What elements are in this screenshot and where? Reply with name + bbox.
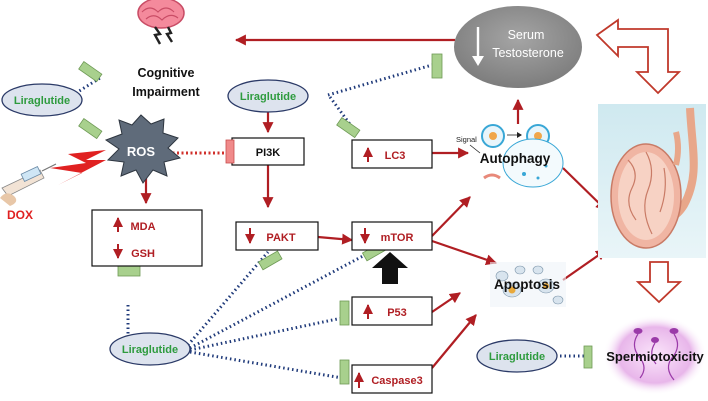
blocker-bars xyxy=(78,53,593,385)
pakt-box: PAKT xyxy=(235,221,319,251)
testis-icon xyxy=(598,104,706,258)
liraglutide-top: Liraglutide xyxy=(227,79,309,113)
dox-label: DOX xyxy=(7,208,33,222)
ros-burst: ROS xyxy=(104,114,182,184)
mda-gsh-box: MDA GSH xyxy=(91,209,203,267)
svg-text:PAKT: PAKT xyxy=(266,232,295,244)
svg-text:LC3: LC3 xyxy=(385,150,406,162)
spermiotoxicity-label: Spermiotoxicity xyxy=(606,349,704,364)
mda-label: MDA xyxy=(130,221,155,233)
autophagy-cell-icon: Signal Autophagy xyxy=(456,124,564,188)
svg-text:Liraglutide: Liraglutide xyxy=(14,95,70,107)
serum-line2: Testosterone xyxy=(492,46,564,60)
serum-testosterone: Serum Testosterone xyxy=(454,6,582,88)
ros-label: ROS xyxy=(127,144,156,159)
testis-to-sperm-hollow-arrow xyxy=(635,261,683,304)
svg-text:Liraglutide: Liraglutide xyxy=(122,344,178,356)
cognitive-line2: Impairment xyxy=(132,85,200,99)
liraglutide-left: Liraglutide xyxy=(1,83,83,117)
lc3-box: LC3 xyxy=(351,139,433,169)
svg-text:mTOR: mTOR xyxy=(381,232,414,244)
autophagy-label: Autophagy xyxy=(480,151,551,166)
gsh-label: GSH xyxy=(131,248,155,260)
signal-label: Signal xyxy=(456,135,477,144)
svg-text:Liraglutide: Liraglutide xyxy=(240,91,296,103)
sperm-icon xyxy=(603,315,707,395)
caspase3-box: Caspase3 xyxy=(351,364,433,394)
apoptosis-cells-icon: Apoptosis xyxy=(490,262,566,307)
p53-to-mtor-arrow xyxy=(372,252,408,284)
lightning-icon xyxy=(50,150,106,185)
svg-text:Liraglutide: Liraglutide xyxy=(489,351,545,363)
serum-line1: Serum xyxy=(508,28,545,42)
inhibition-lines xyxy=(67,63,585,380)
liraglutide-bottom: Liraglutide xyxy=(109,332,191,366)
mtor-box: mTOR xyxy=(351,221,433,251)
svg-text:Caspase3: Caspase3 xyxy=(371,375,422,387)
serum-to-testis-hollow-arrow xyxy=(595,18,682,95)
syringe-icon xyxy=(0,163,57,206)
brain-icon xyxy=(137,0,185,45)
p53-box: P53 xyxy=(351,296,433,326)
svg-text:P53: P53 xyxy=(387,307,407,319)
liraglutide-right: Liraglutide xyxy=(476,339,558,373)
apoptosis-label: Apoptosis xyxy=(494,277,560,292)
cognitive-line1: Cognitive xyxy=(138,66,195,80)
pi3k-box: PI3K xyxy=(225,137,305,166)
svg-text:PI3K: PI3K xyxy=(256,147,281,159)
